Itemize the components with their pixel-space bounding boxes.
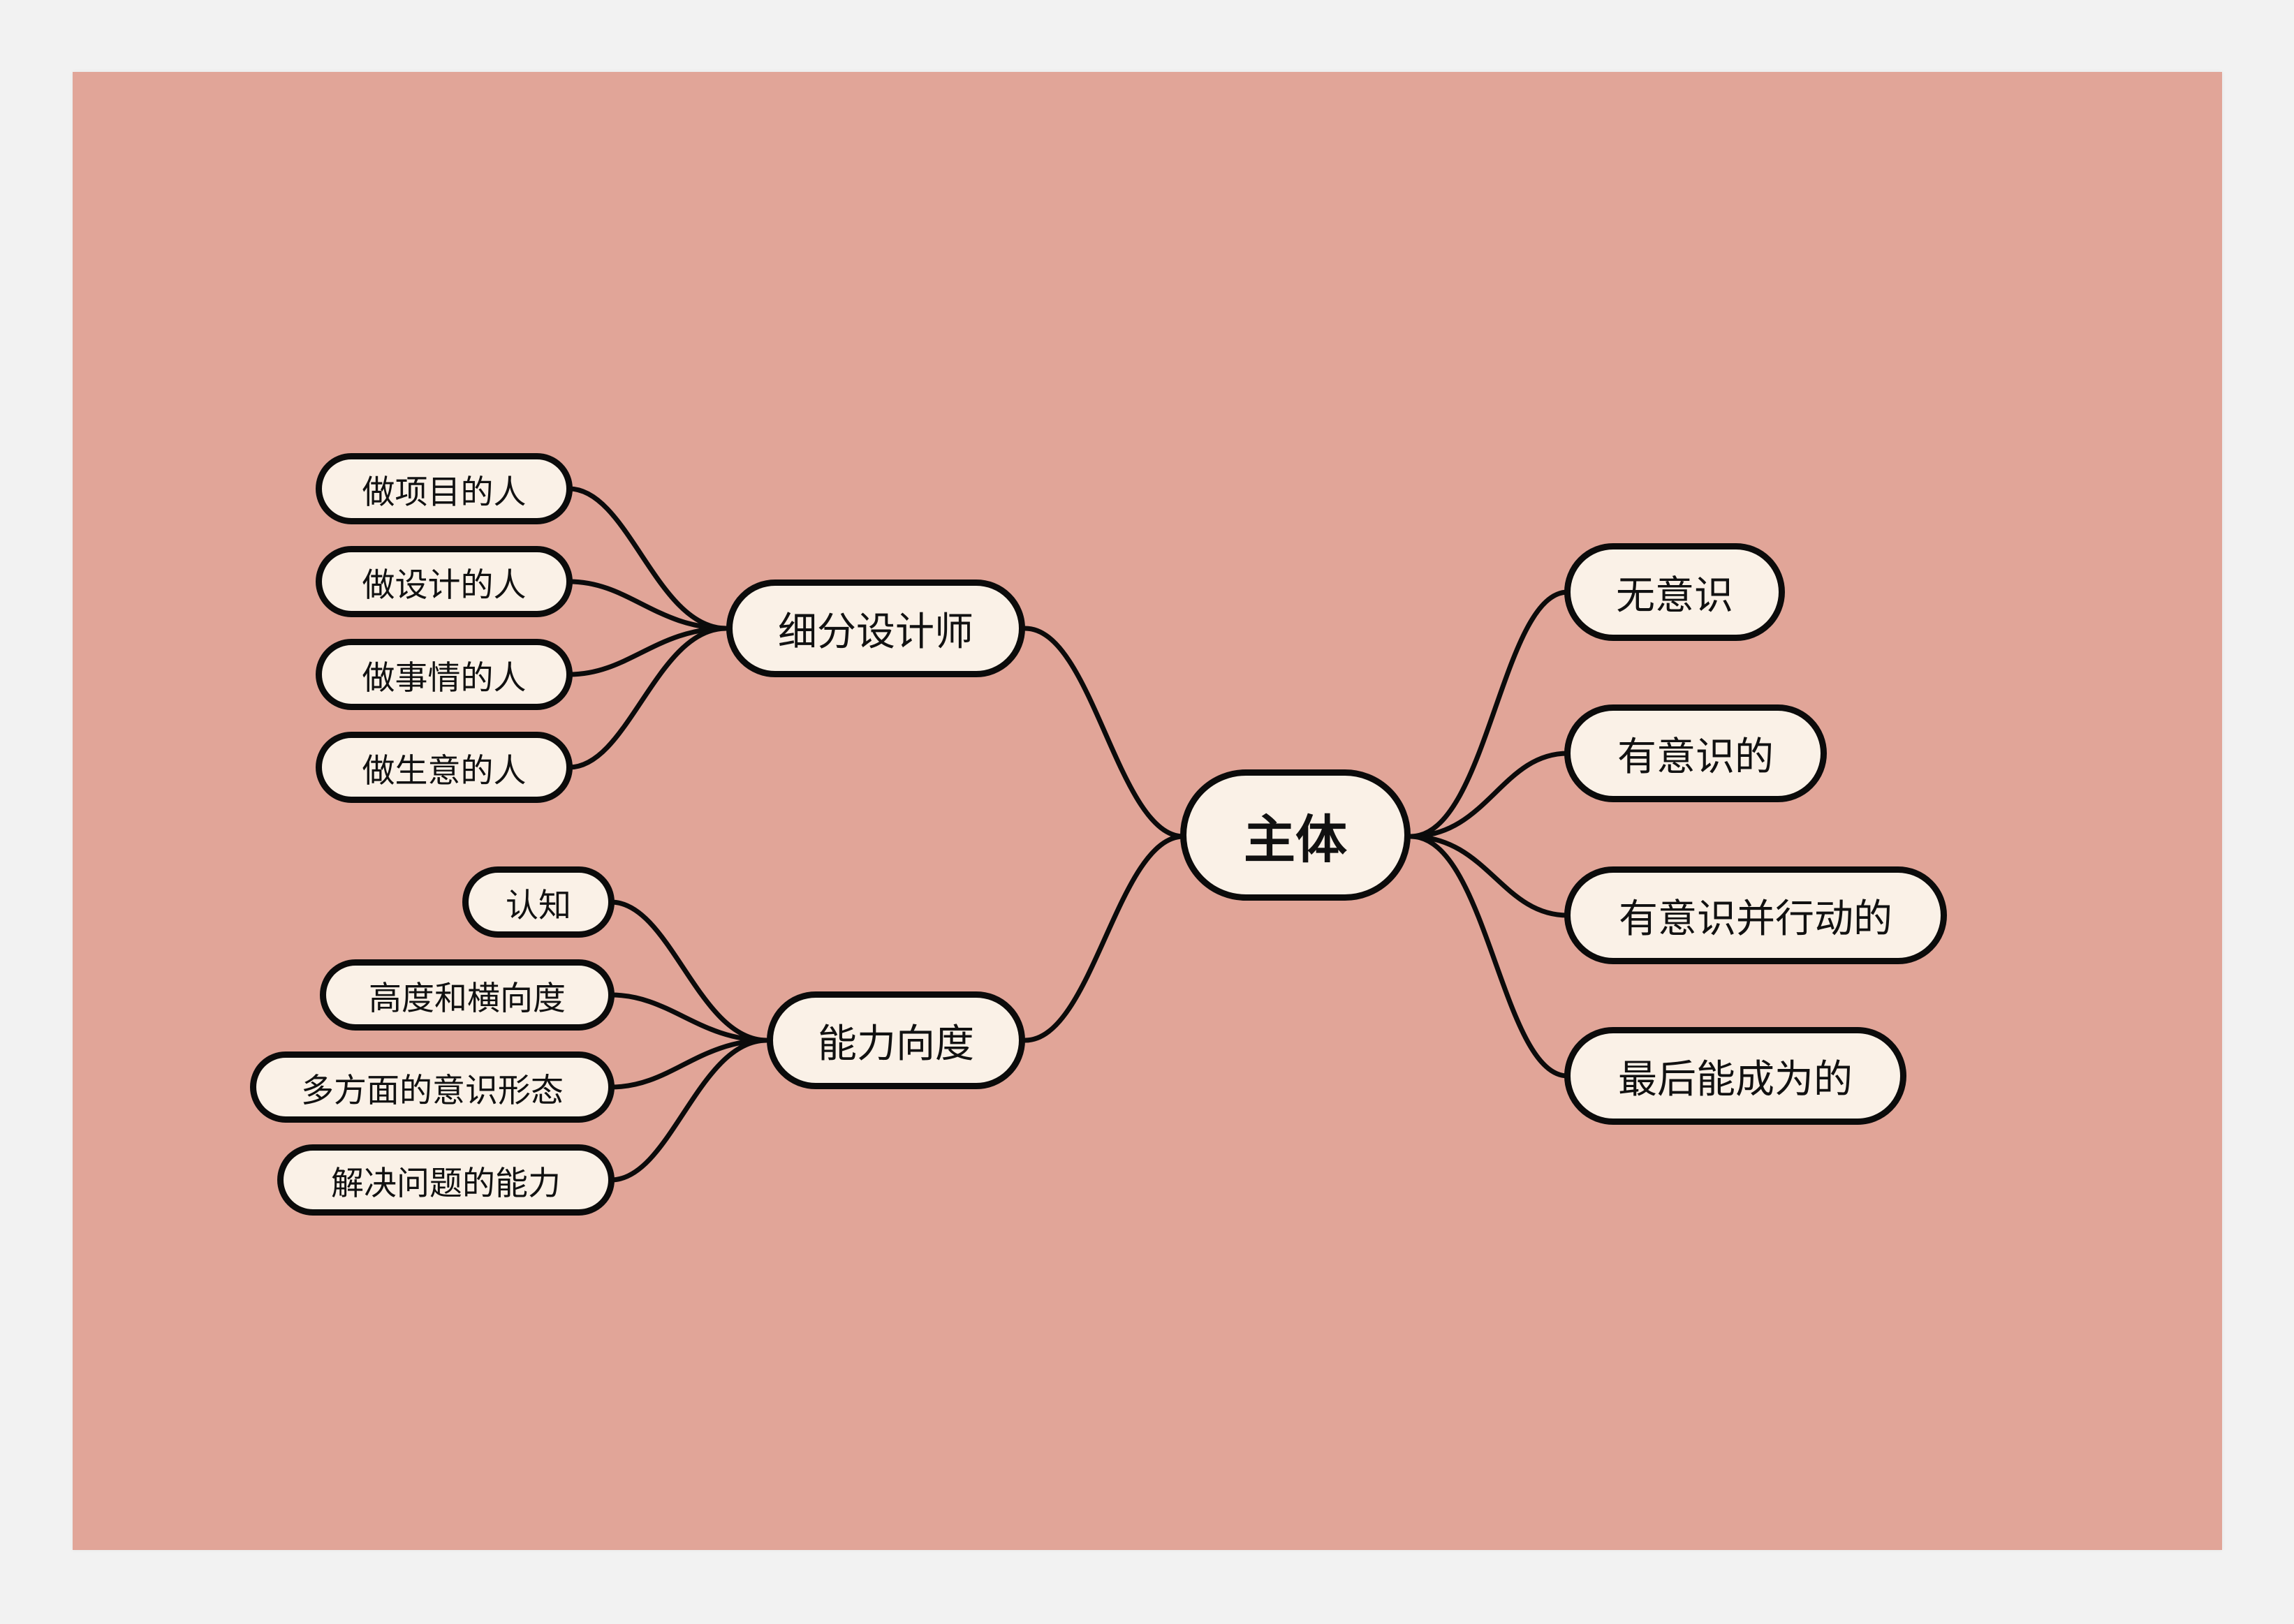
root-node-label: 主体 (1244, 809, 1347, 870)
right-node-label: 无意识 (1616, 573, 1733, 619)
connector-branch-2-to-leaf-4 (608, 1038, 770, 1183)
connector-root-to-right-1 (1408, 589, 1571, 839)
connector-root-to-right-4 (1408, 834, 1571, 1079)
leaf-node-label: 做事情的人 (362, 658, 527, 697)
right-node[interactable]: 有意识的 (1564, 704, 1827, 802)
connector-root-to-right-2 (1408, 751, 1571, 839)
leaf-node-label: 做生意的人 (362, 751, 527, 790)
right-node[interactable]: 最后能成为的 (1564, 1027, 1906, 1125)
connector-branch-2-to-leaf-3 (608, 1038, 770, 1090)
leaf-node-label: 多方面的意识形态 (301, 1071, 564, 1110)
connector-branch-1-to-leaf-4 (566, 626, 729, 770)
connector-root-to-right-3 (1408, 834, 1571, 918)
right-node-label: 最后能成为的 (1618, 1056, 1853, 1102)
leaf-node[interactable]: 做生意的人 (316, 732, 573, 803)
leaf-node[interactable]: 做设计的人 (316, 546, 573, 617)
leaf-node-label: 做设计的人 (362, 566, 527, 605)
leaf-node[interactable]: 多方面的意识形态 (250, 1051, 615, 1123)
connector-root-to-branch-1 (1022, 626, 1186, 839)
connector-branch-2-to-leaf-1 (608, 899, 770, 1043)
connector-branch-1-to-leaf-1 (566, 486, 729, 631)
right-node[interactable]: 无意识 (1564, 543, 1785, 641)
leaf-node-label: 解决问题的能力 (331, 1164, 561, 1203)
branch-node-designer-types[interactable]: 细分设计师 (726, 580, 1025, 677)
connector-branch-1-to-leaf-2 (566, 579, 729, 631)
right-node[interactable]: 有意识并行动的 (1564, 866, 1947, 964)
root-node[interactable]: 主体 (1180, 769, 1411, 901)
leaf-node[interactable]: 认知 (462, 866, 615, 938)
branch-node-label: 细分设计师 (778, 609, 973, 655)
connector-root-to-branch-2 (1022, 834, 1186, 1043)
leaf-node-label: 做项目的人 (362, 473, 527, 512)
connector-branch-1-to-leaf-3 (566, 626, 729, 677)
branch-node-ability-dimensions[interactable]: 能力向度 (767, 991, 1025, 1089)
leaf-node[interactable]: 高度和横向度 (320, 959, 615, 1031)
right-node-label: 有意识的 (1617, 734, 1774, 780)
leaf-node[interactable]: 做项目的人 (316, 453, 573, 524)
connector-branch-2-to-leaf-2 (608, 992, 770, 1043)
leaf-node[interactable]: 解决问题的能力 (277, 1144, 615, 1216)
leaf-node[interactable]: 做事情的人 (316, 639, 573, 710)
leaf-node-label: 高度和横向度 (369, 979, 566, 1018)
leaf-node-label: 认知 (506, 886, 571, 925)
right-node-label: 有意识并行动的 (1619, 896, 1892, 942)
branch-node-label: 能力向度 (818, 1021, 974, 1067)
